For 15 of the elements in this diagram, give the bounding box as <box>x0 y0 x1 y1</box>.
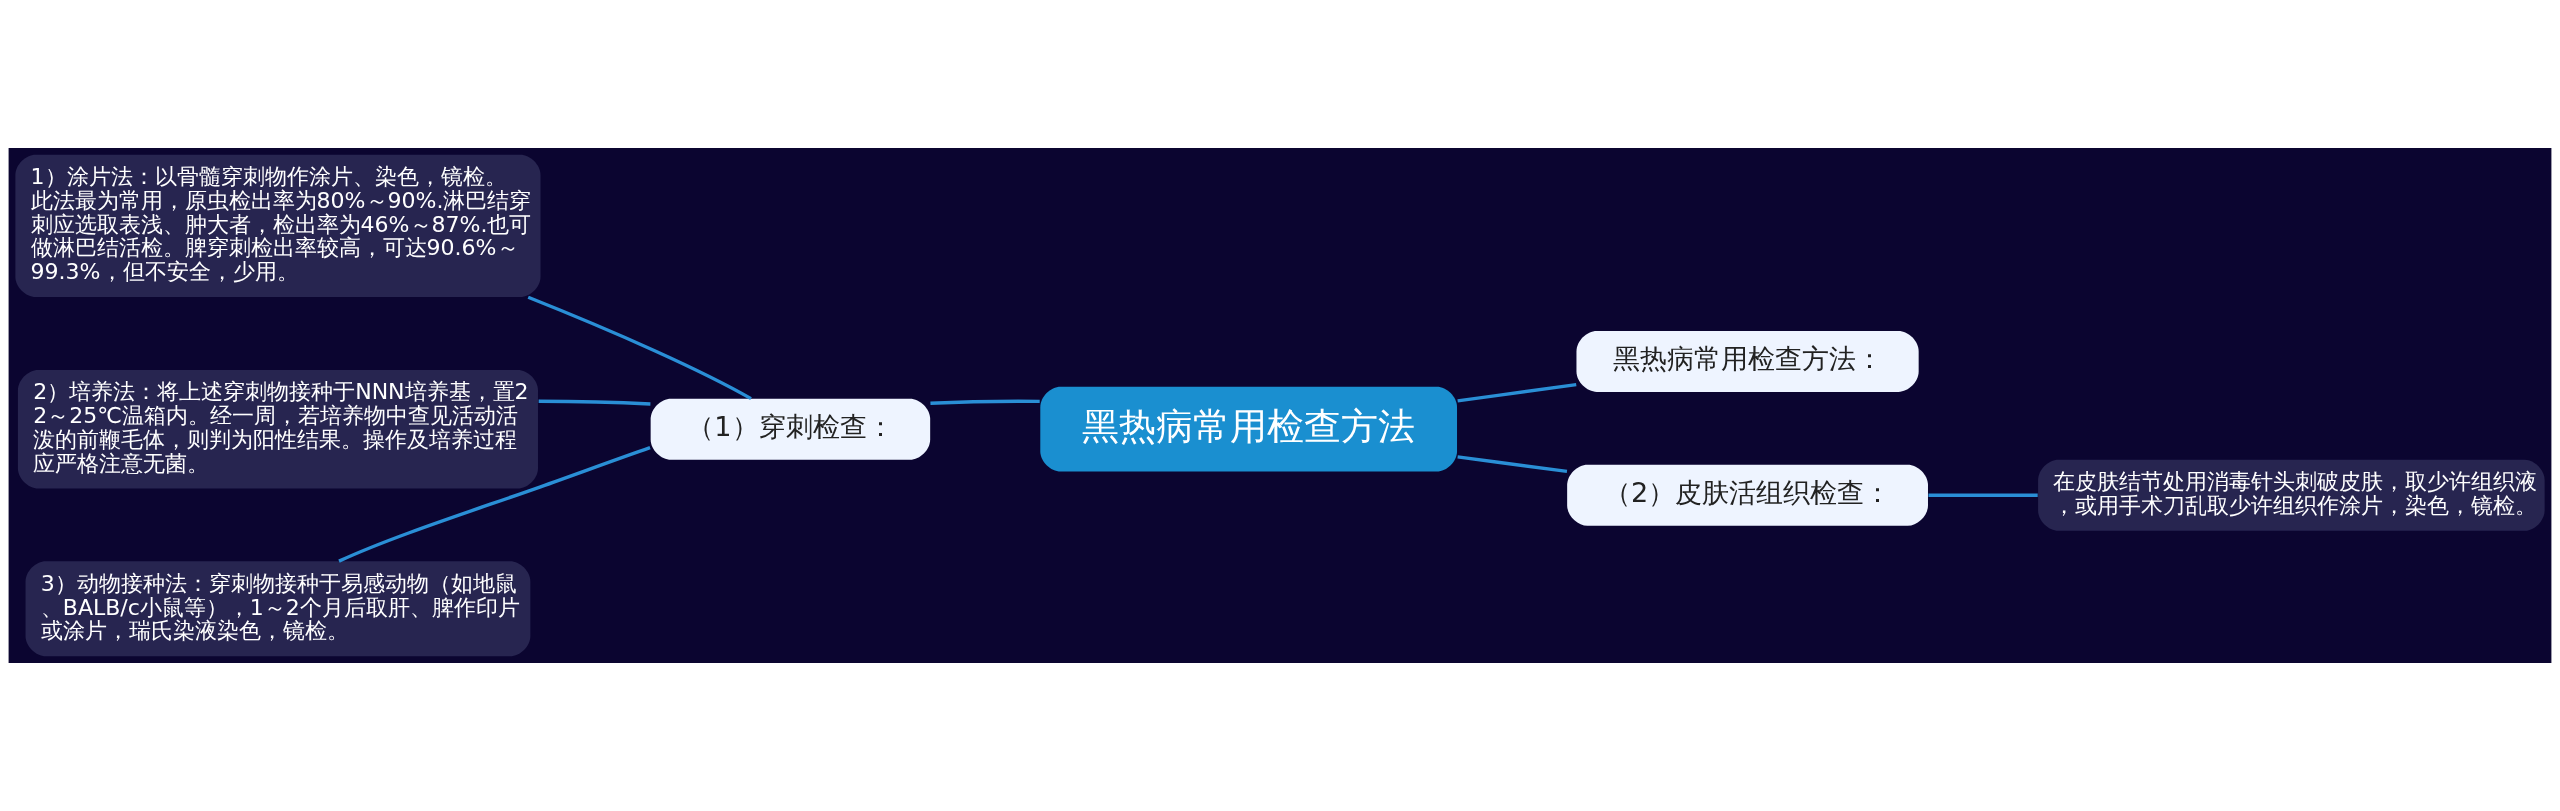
node-box: 黑热病常用检查方法 <box>1040 386 1458 472</box>
node-box: 2）培养法：将上述穿刺物接种于NNN培养基，置22～25℃温箱内。经一周，若培养物中查见活动活泼的前鞭毛体，则判为阳性结果。操作及培养过程应严格注意无菌。 <box>17 369 538 489</box>
connector <box>527 295 752 401</box>
connector <box>1457 455 1568 474</box>
node-box: （1）穿刺检查： <box>650 398 931 460</box>
connector <box>1928 493 2038 497</box>
node-box: （2）皮肤活组织检查： <box>1567 464 1928 526</box>
node-box: 在皮肤结节处用消毒针头刺破皮肤，取少许组织液，或用手术刀乱取少许组织作涂片，染色，镜检。 <box>2038 459 2545 531</box>
connector <box>930 399 1040 405</box>
connector <box>538 399 651 406</box>
node-box: 1）涂片法：以骨髓穿刺物作涂片、染色，镜检。此法最为常用，原虫检出率为80%～90%.淋巴结穿刺应选取表浅、肿大者，检出率为46%～87%.也可做淋巴结活检。脾穿刺检出率较高，可达90.6%～99.3%，但不安全，少用。 <box>15 154 541 298</box>
connector <box>338 446 651 563</box>
node-box: 黑热病常用检查方法： <box>1576 330 1919 392</box>
node-box: 3）动物接种法：穿刺物接种于易感动物（如地鼠、BALB/c小鼠等），1～2个月后取肝、脾作印片或涂片，瑞氏染液染色，镜检。 <box>25 561 531 657</box>
connector <box>1457 382 1577 403</box>
